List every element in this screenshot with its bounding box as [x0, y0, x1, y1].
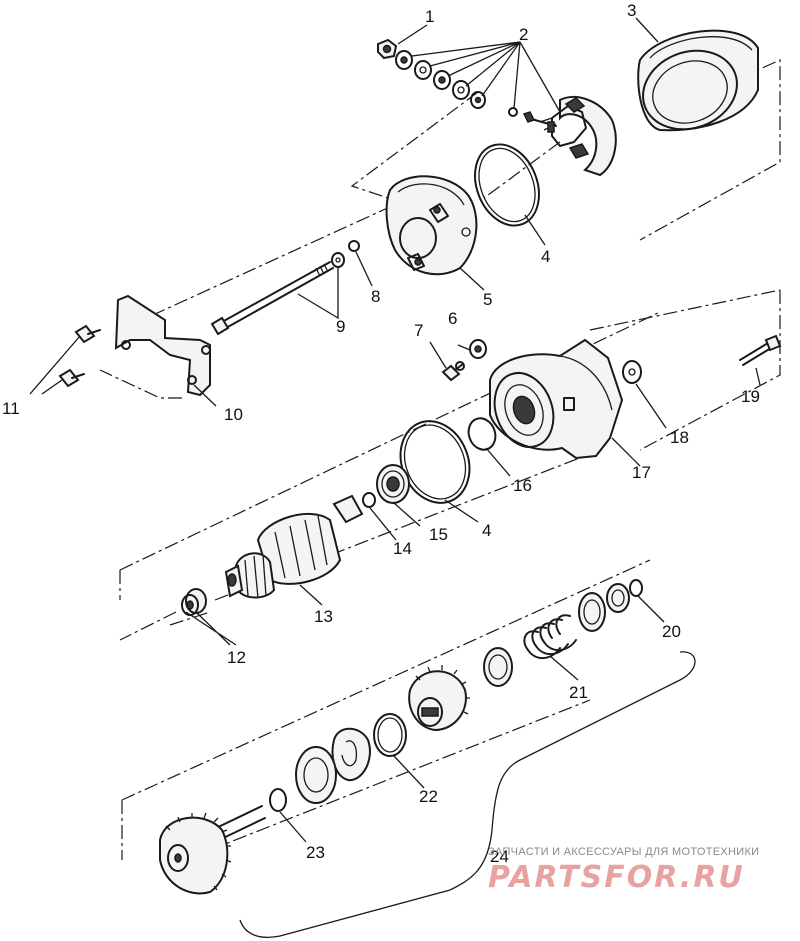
part-20-stop-ring	[606, 579, 643, 613]
callout-9: 9	[336, 317, 345, 336]
callout-4-lower: 4	[482, 521, 491, 540]
part-10-bracket	[114, 294, 211, 397]
callout-24: 24	[490, 847, 509, 866]
watermark-tagline: ЗАПЧАСТИ И АКСЕССУАРЫ ДЛЯ МОТОТЕХНИКИ	[488, 846, 760, 858]
callout-6: 6	[448, 309, 457, 328]
callout-15: 15	[429, 525, 448, 544]
part-1-nut	[377, 38, 398, 60]
nut-washer-row	[377, 38, 518, 117]
callout-23: 23	[306, 843, 325, 862]
callout-18: 18	[670, 428, 689, 447]
callout-labels: 1 2 3 4 5 6 7 8 9 10 11 12 13 14 15 16 1…	[2, 1, 760, 866]
callout-16: 16	[513, 476, 532, 495]
part-17-front-housing	[489, 338, 624, 460]
callout-14: 14	[393, 539, 412, 558]
part-7-screw	[441, 361, 465, 382]
brush-holder	[522, 95, 617, 177]
callout-7: 7	[414, 321, 423, 340]
watermark-logo: PARTSFOR.RU	[488, 860, 745, 895]
part-18-washer-hole	[628, 368, 636, 376]
part-8-washer	[348, 240, 360, 252]
part-4-o-ring-upper	[474, 143, 540, 227]
part-18-washer	[622, 360, 642, 384]
callout-8: 8	[371, 287, 380, 306]
part-23-snap-ring	[269, 788, 287, 812]
part-4-o-ring-lower-inner	[403, 424, 467, 500]
callout-22: 22	[419, 787, 438, 806]
part-19-bolt	[739, 334, 782, 366]
group-24-brace	[239, 651, 696, 938]
callout-13: 13	[314, 607, 333, 626]
callout-21: 21	[569, 683, 588, 702]
thrust-washer	[295, 746, 337, 804]
part-13-armature	[224, 494, 364, 599]
part-3-yoke	[637, 29, 759, 132]
part-12-bushing	[181, 588, 207, 616]
part-5-rear-cover	[385, 175, 478, 276]
stopper-ring	[331, 727, 371, 782]
part-22-snap-ring-inner	[377, 717, 403, 753]
callout-3: 3	[627, 1, 636, 20]
callout-5: 5	[483, 290, 492, 309]
callout-2: 2	[519, 25, 528, 44]
callout-19: 19	[741, 387, 760, 406]
callout-12: 12	[227, 648, 246, 667]
part-14-snap-ring	[362, 492, 376, 508]
callout-1: 1	[425, 7, 434, 26]
callout-11: 11	[2, 399, 20, 418]
part-24-drive-shaft-gear	[159, 805, 266, 895]
part-6-washer	[469, 339, 487, 359]
watermark: ЗАПЧАСТИ И АКСЕССУАРЫ ДЛЯ МОТОТЕХНИКИ PA…	[488, 846, 788, 895]
part-21-spring-assembly	[483, 592, 606, 687]
callout-17: 17	[632, 463, 651, 482]
part-4-o-ring-upper-inner	[478, 147, 536, 223]
leader-lines	[29, 17, 761, 843]
part-2-washers	[395, 50, 518, 117]
callout-20: 20	[662, 622, 681, 641]
clutch-pinion-gear	[408, 665, 470, 732]
part-15-bearing	[376, 464, 410, 504]
part-22-snap-ring	[373, 713, 407, 757]
part-11-bolts	[58, 324, 101, 388]
callout-10: 10	[224, 405, 243, 424]
callout-4-upper: 4	[541, 247, 550, 266]
part-9-through-bolt	[210, 252, 345, 336]
